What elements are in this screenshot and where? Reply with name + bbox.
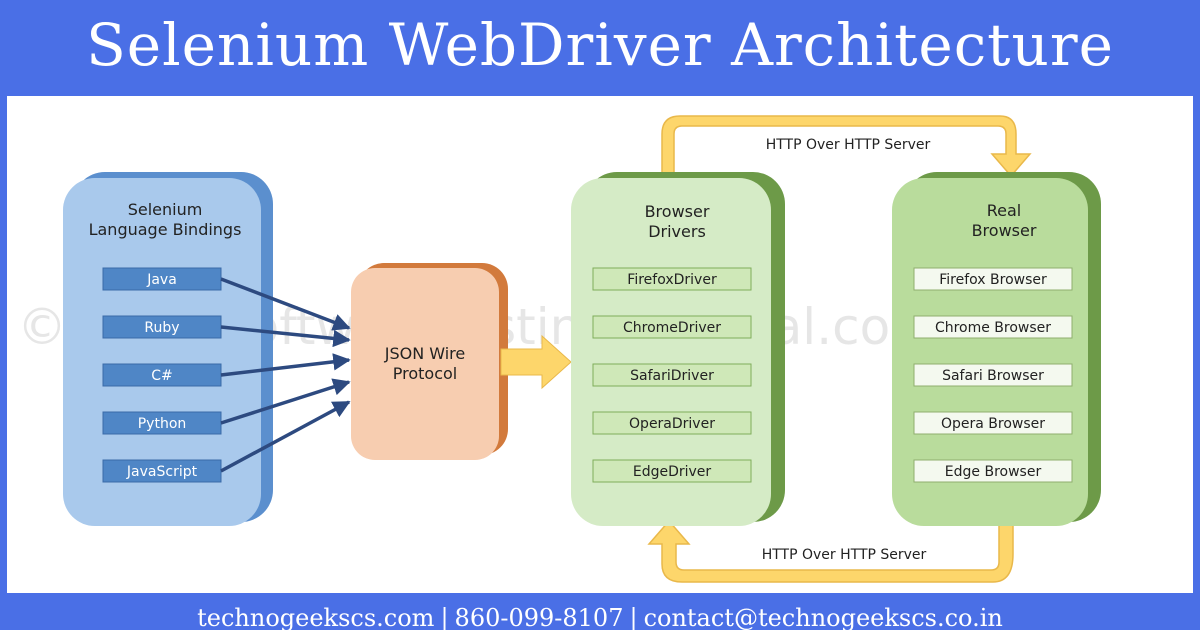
driver-item-box [592,363,752,387]
driver-item-box [592,459,752,483]
protocol-to-drivers-arrow [500,334,572,390]
browser-item-label: Safari Browser [942,368,1044,384]
page-title: Selenium WebDriver Architecture [86,11,1114,79]
driver-item-box [592,315,752,339]
footer-separator: | [629,604,638,630]
browser-item-label: Edge Browser [945,464,1042,480]
binding-item-label: Ruby [144,320,179,336]
browser-item-box [913,459,1073,483]
json-wire-protocol-box: JSON Wire Protocol [351,263,508,460]
browser-drivers-panel: Browser Drivers FirefoxDriverChromeDrive… [571,172,785,526]
bindings-heading-line2: Language Bindings [89,220,242,239]
binding-connector-arrow [220,400,351,473]
top-http-arrow [661,115,1032,185]
protocol-label-line2: Protocol [393,364,457,383]
binding-connectors [220,277,351,473]
binding-item-label: C# [151,368,173,384]
diagram-canvas: © www.SoftwareTestingMaterial.com Seleni… [7,96,1193,593]
bindings-heading-line1: Selenium [128,200,203,219]
browsers-heading-line2: Browser [972,221,1037,240]
drivers-heading-line2: Drivers [648,222,706,241]
protocol-label-line1: JSON Wire [384,344,466,363]
footer-email[interactable]: contact@technogeekscs.co.in [643,604,1003,630]
footer-contact: technogeekscs.com|860-099-8107|contact@t… [0,596,1200,630]
binding-connector-arrow [220,277,351,331]
drivers-heading-line1: Browser [645,202,710,221]
driver-item-label: FirefoxDriver [627,272,717,288]
binding-connector-arrow [220,378,351,425]
driver-item-label: OperaDriver [629,416,715,432]
driver-item-label: ChromeDriver [623,320,721,336]
browsers-heading-line1: Real [987,201,1022,220]
binding-connector-arrow [220,353,351,377]
browser-item-label: Opera Browser [941,416,1045,432]
binding-connector-arrow [220,325,351,348]
footer-phone: 860-099-8107 [454,604,624,630]
driver-item-box [592,267,752,291]
bottom-http-arrow [647,519,1014,583]
footer-website[interactable]: technogeekscs.com [197,604,435,630]
browser-item-box [913,411,1073,435]
browser-item-label: Firefox Browser [939,272,1047,288]
browser-item-box [913,363,1073,387]
browser-item-box [913,267,1073,291]
binding-item-label: Java [146,272,177,288]
driver-item-label: EdgeDriver [633,464,712,480]
architecture-diagram: © www.SoftwareTestingMaterial.com Seleni… [17,115,1101,583]
driver-item-label: SafariDriver [630,368,714,384]
top-arrow-label: HTTP Over HTTP Server [766,137,931,153]
driver-item-box [592,411,752,435]
browser-item-label: Chrome Browser [935,320,1051,336]
browser-item-box [913,315,1073,339]
binding-item-label: JavaScript [126,464,198,480]
bottom-arrow-label: HTTP Over HTTP Server [762,547,927,563]
footer-separator: | [440,604,449,630]
binding-item-label: Python [138,416,187,432]
